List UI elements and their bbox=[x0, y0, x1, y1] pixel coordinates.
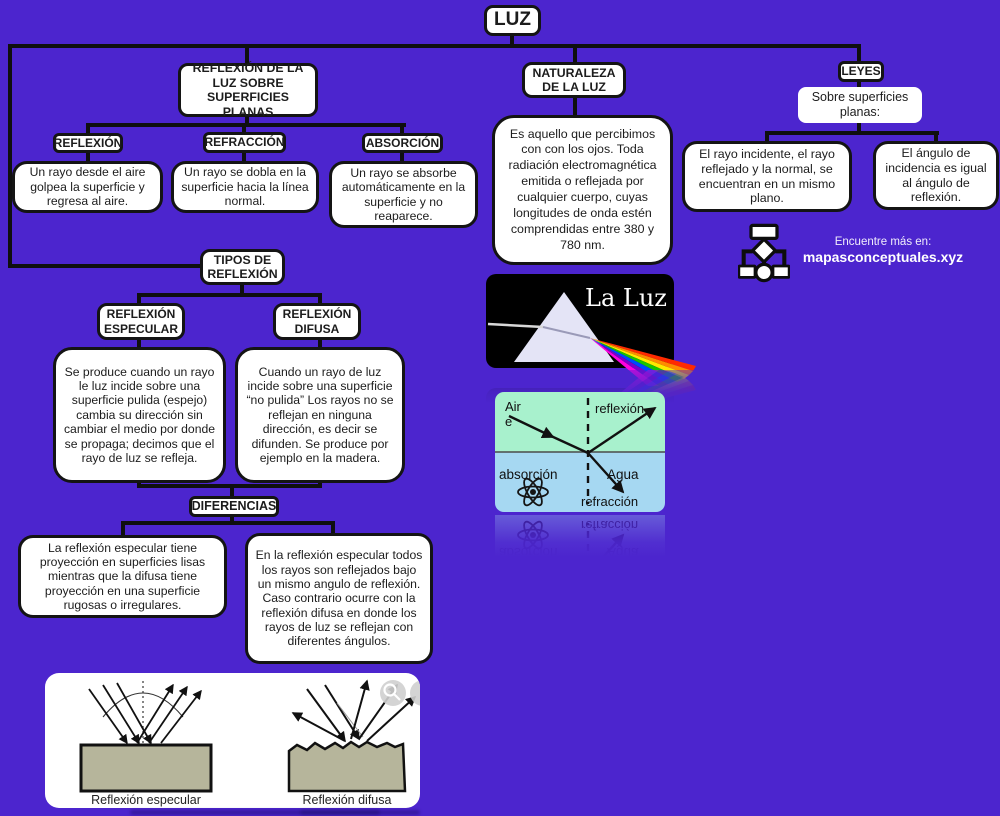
connector-line bbox=[137, 337, 141, 348]
connector-line bbox=[137, 484, 322, 488]
desc-reflexion: Un rayo desde el aire golpea la superfic… bbox=[12, 161, 163, 213]
connector-line bbox=[230, 484, 234, 497]
caption-reflexion-difusa: Reflexión difusa bbox=[303, 793, 392, 807]
brand-line1: Encuentre más en: bbox=[834, 236, 932, 248]
connector-line bbox=[121, 521, 335, 525]
node-naturaleza: NATURALEZA DE LA LUZ bbox=[522, 62, 626, 98]
node-tipos-de-reflexion: TIPOS DE REFLEXIÓN bbox=[200, 249, 285, 285]
node-reflexion-difusa: REFLEXIÓN DIFUSA bbox=[273, 303, 361, 340]
partial-button[interactable] bbox=[410, 680, 420, 706]
node-absorcion: ABSORCIÓN bbox=[362, 133, 443, 153]
connector-line bbox=[137, 293, 322, 297]
flowchart-logo-icon bbox=[738, 223, 790, 283]
node-luz: LUZ bbox=[484, 5, 541, 36]
superficies-image: Reflexión especular Reflexión difusa bbox=[45, 673, 420, 808]
connector-line bbox=[765, 131, 769, 143]
connector-line bbox=[240, 283, 244, 296]
cutoff-caption-fragment bbox=[300, 810, 420, 815]
node-reflexion-especular: REFLEXIÓN ESPECULAR bbox=[97, 303, 185, 340]
connector-line bbox=[245, 115, 249, 125]
connector-line bbox=[400, 151, 404, 162]
connector-line bbox=[331, 521, 335, 533]
desc-reflexion-difusa: Cuando un rayo de luz incide sobre una s… bbox=[235, 347, 405, 483]
connector-line bbox=[86, 123, 90, 135]
desc-ley-2: El ángulo de incidencia es igual al ángu… bbox=[873, 141, 999, 210]
node-reflexion-superficies-planas: REFLEXIÓN DE LA LUZ SOBRE SUPERFICIES PL… bbox=[178, 61, 318, 119]
connector-line bbox=[400, 123, 404, 135]
connector-line bbox=[573, 46, 577, 63]
connector-line bbox=[318, 337, 322, 348]
desc-ley-1: El rayo incidente, el rayo reflejado y l… bbox=[682, 141, 852, 212]
connector-line bbox=[765, 131, 939, 135]
connector-line bbox=[510, 35, 514, 46]
connector-line bbox=[121, 521, 125, 535]
connector-line bbox=[934, 131, 938, 143]
desc-naturaleza: Es aquello que percibimos con con los oj… bbox=[492, 115, 673, 265]
desc-diferencia-2: En la reflexión especular todos los rayo… bbox=[245, 533, 433, 664]
node-sobre-superficies-planas: Sobre superficies planas: bbox=[798, 87, 922, 123]
magnifier-icon bbox=[383, 683, 397, 697]
medios-image bbox=[495, 392, 665, 512]
connector-line bbox=[86, 151, 90, 162]
connector-line bbox=[242, 151, 246, 162]
connector-line bbox=[242, 123, 246, 135]
desc-reflexion-especular: Se produce cuando un rayo le luz incide … bbox=[53, 347, 226, 483]
desc-diferencia-1: La reflexión especular tiene proyección … bbox=[18, 535, 227, 618]
connector-line bbox=[8, 44, 861, 48]
zoom-button[interactable] bbox=[380, 680, 406, 706]
node-refraccion: REFRACCIÓN bbox=[203, 132, 286, 153]
specular-diagram: Reflexión especular bbox=[79, 681, 213, 807]
cutoff-caption-fragment bbox=[130, 810, 380, 815]
connector-line bbox=[245, 46, 249, 64]
connector-line bbox=[86, 123, 406, 127]
medios-image-reflection bbox=[495, 515, 665, 557]
connector-line bbox=[230, 516, 234, 525]
connector-line bbox=[318, 293, 322, 305]
connector-line bbox=[8, 264, 204, 268]
desc-absorcion: Un rayo se absorbe automáticamente en la… bbox=[329, 161, 478, 228]
node-leyes: LEYES bbox=[838, 61, 884, 82]
brand-text: Encuentre más en: mapasconceptuales.xyz bbox=[797, 236, 969, 265]
caption-reflexion-especular: Reflexión especular bbox=[91, 793, 201, 807]
connector-line bbox=[8, 44, 12, 268]
node-diferencias: DIFERENCIAS bbox=[189, 496, 279, 517]
desc-refraccion: Un rayo se dobla en la superficie hacia … bbox=[171, 161, 319, 213]
node-reflexion: REFLEXIÓN bbox=[53, 133, 123, 153]
brand-domain: mapasconceptuales.xyz bbox=[802, 249, 964, 265]
connector-line bbox=[137, 293, 141, 305]
connector-line bbox=[573, 96, 577, 116]
